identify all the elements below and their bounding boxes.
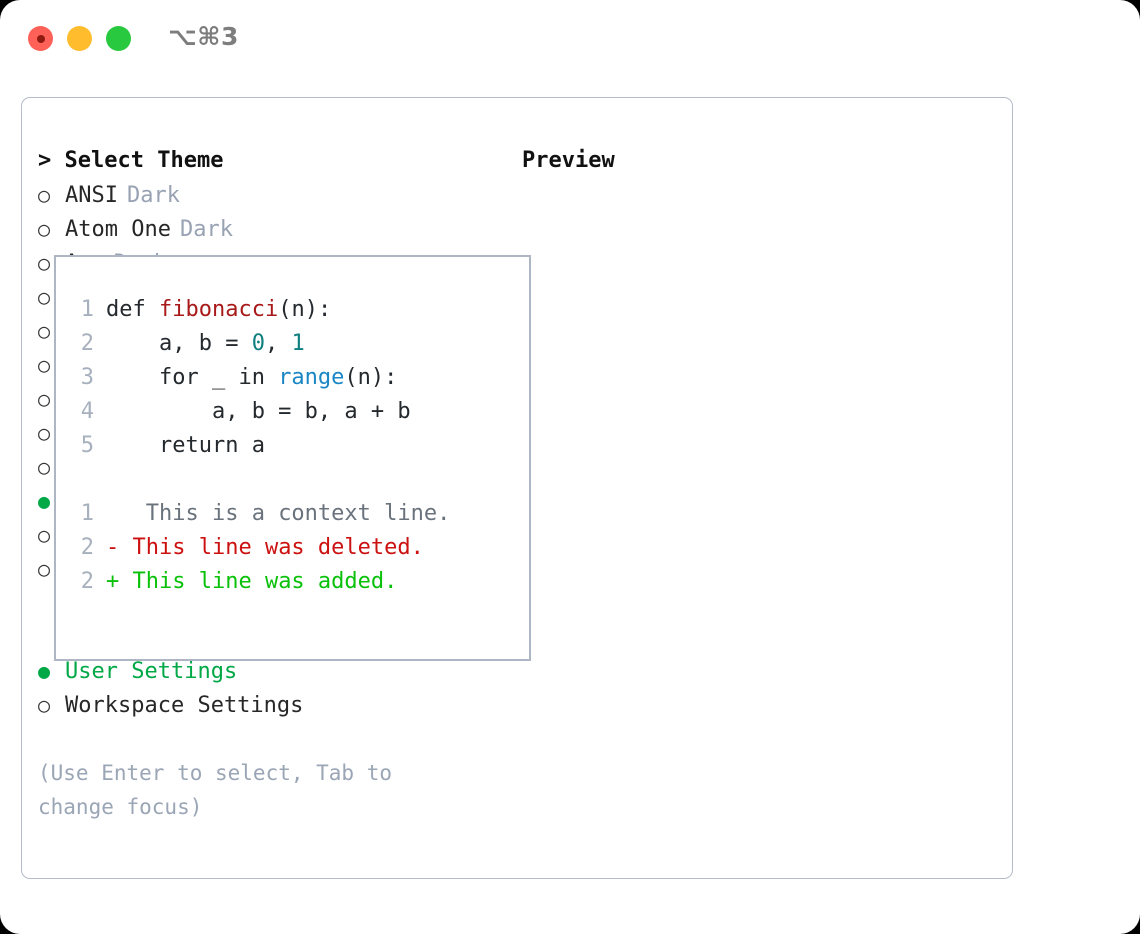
line-number: 2 bbox=[80, 535, 94, 560]
apply-to-option-label: Workspace Settings bbox=[65, 693, 304, 718]
traffic-lights bbox=[28, 26, 131, 51]
diff-content: This line was deleted. bbox=[119, 535, 424, 560]
code-token: (n): bbox=[344, 365, 398, 390]
line-number: 1 bbox=[80, 501, 94, 526]
code-line: 2 a, b = 0, 1 bbox=[68, 327, 523, 361]
zoom-button[interactable] bbox=[106, 26, 131, 51]
select-theme-title: Select Theme bbox=[64, 148, 224, 173]
code-token: (n): bbox=[278, 297, 332, 322]
radio-unselected-icon: ○ bbox=[38, 557, 51, 581]
diff-content: This line was added. bbox=[119, 569, 398, 594]
diff-line-context: 1 This is a context line. bbox=[68, 497, 523, 531]
code-content: return a bbox=[106, 433, 265, 458]
code-token: fibonacci bbox=[158, 297, 279, 322]
preview-column: Preview bbox=[500, 144, 1000, 178]
radio-unselected-icon: ○ bbox=[38, 251, 51, 275]
diff-content: This is a context line. bbox=[119, 501, 451, 526]
code-preview: 1 def fibonacci(n): 2 a, b = 0, 1 3 for … bbox=[68, 293, 523, 599]
diff-sign: - bbox=[106, 535, 120, 560]
radio-unselected-icon: ○ bbox=[38, 455, 51, 479]
preview-heading: Preview bbox=[522, 148, 615, 173]
radio-selected-icon: ● bbox=[38, 659, 51, 683]
apply-to-option-workspace-settings[interactable]: ○ Workspace Settings bbox=[38, 688, 498, 722]
code-token: range bbox=[278, 365, 345, 390]
radio-selected-icon: ● bbox=[38, 489, 51, 513]
theme-option-label: Atom One bbox=[65, 217, 171, 242]
diff-sign: + bbox=[106, 569, 120, 594]
apply-to-option-label: User Settings bbox=[65, 659, 238, 684]
theme-option-kind: Dark bbox=[179, 217, 233, 242]
line-number: 5 bbox=[80, 433, 94, 458]
code-line: 4 a, b = b, a + b bbox=[68, 395, 523, 429]
main-panel: > Select Theme ○ ANSI Dark ○ Atom One Da… bbox=[21, 97, 1013, 879]
diff-sign bbox=[106, 497, 119, 531]
apply-to-option-user-settings[interactable]: ● User Settings bbox=[38, 654, 498, 688]
theme-option-ansi[interactable]: ○ ANSI Dark bbox=[38, 178, 498, 212]
code-token: def bbox=[106, 297, 159, 322]
radio-unselected-icon: ○ bbox=[38, 217, 51, 241]
line-number: 4 bbox=[80, 399, 94, 424]
select-theme-heading: > Select Theme bbox=[38, 144, 498, 178]
line-number: 2 bbox=[80, 569, 94, 594]
theme-option-atom-one[interactable]: ○ Atom One Dark bbox=[38, 212, 498, 246]
code-line: 5 return a bbox=[68, 429, 523, 463]
code-blank-line bbox=[68, 463, 523, 497]
close-button[interactable] bbox=[28, 26, 53, 51]
select-theme-heading-label bbox=[51, 148, 64, 173]
diff-line-deleted: 2 - This line was deleted. bbox=[68, 531, 523, 565]
theme-option-label: ANSI bbox=[65, 183, 118, 208]
title-bar: ⌥⌘3 bbox=[0, 0, 1140, 78]
line-number: 2 bbox=[80, 331, 94, 356]
radio-unselected-icon: ○ bbox=[38, 353, 51, 377]
keyboard-shortcut-label: ⌥⌘3 bbox=[168, 22, 239, 51]
code-token: for _ in bbox=[106, 365, 279, 390]
caret-icon: > bbox=[38, 148, 52, 173]
code-content: a, b = 0, 1 bbox=[106, 327, 305, 361]
radio-unselected-icon: ○ bbox=[38, 421, 51, 445]
theme-option-kind: Dark bbox=[126, 183, 180, 208]
radio-unselected-icon: ○ bbox=[38, 693, 51, 717]
code-content: for _ in range(n): bbox=[106, 361, 397, 395]
code-token: 1 bbox=[291, 331, 305, 356]
minimize-button[interactable] bbox=[67, 26, 92, 51]
code-token: 0 bbox=[251, 331, 265, 356]
code-token: a, b = bbox=[106, 331, 252, 356]
radio-unselected-icon: ○ bbox=[38, 319, 51, 343]
line-number: 3 bbox=[80, 365, 94, 390]
diff-line-added: 2 + This line was added. bbox=[68, 565, 523, 599]
radio-unselected-icon: ○ bbox=[38, 387, 51, 411]
panel-columns: > Select Theme ○ ANSI Dark ○ Atom One Da… bbox=[22, 98, 1012, 878]
radio-unselected-icon: ○ bbox=[38, 523, 51, 547]
preview-box: 1 def fibonacci(n): 2 a, b = 0, 1 3 for … bbox=[54, 255, 531, 661]
line-number: 1 bbox=[80, 297, 94, 322]
radio-unselected-icon: ○ bbox=[38, 183, 51, 207]
code-line: 1 def fibonacci(n): bbox=[68, 293, 523, 327]
code-line: 3 for _ in range(n): bbox=[68, 361, 523, 395]
code-content: def fibonacci(n): bbox=[106, 293, 331, 327]
code-token: , bbox=[264, 331, 292, 356]
keyboard-hint-text: (Use Enter to select, Tab to change focu… bbox=[38, 761, 393, 819]
code-content: a, b = b, a + b bbox=[106, 399, 411, 424]
radio-unselected-icon: ○ bbox=[38, 285, 51, 309]
